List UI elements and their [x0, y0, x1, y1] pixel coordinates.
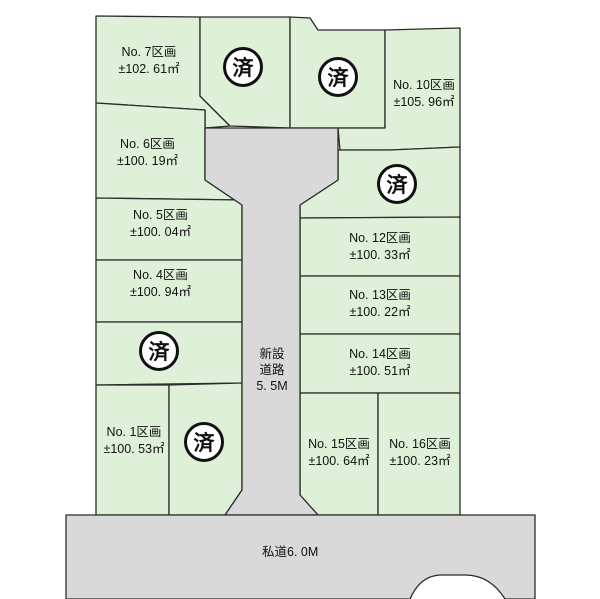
sold-mark-lot-3: 済 [139, 331, 179, 371]
lot-7-label: No. 7区画 ±102. 61㎡ [104, 44, 194, 78]
lot-12-area: ±100. 33㎡ [349, 248, 411, 262]
lot-5-name: No. 5区画 [133, 208, 188, 222]
sold-mark-lot-8: 済 [223, 47, 263, 87]
lot-6-name: No. 6区画 [120, 137, 175, 151]
lot-14-name: No. 14区画 [349, 347, 411, 361]
lot-15-area: ±100. 64㎡ [308, 454, 370, 468]
sold-mark-lot-9: 済 [318, 57, 358, 97]
private-road [65, 514, 536, 599]
lot-10-area: ±105. 96㎡ [393, 95, 455, 109]
lot-7-name: No. 7区画 [121, 45, 177, 59]
lot-1-area: ±100. 53㎡ [103, 442, 165, 456]
lot-15-name: No. 15区画 [308, 437, 370, 451]
lot-13-name: No. 13区画 [349, 288, 411, 302]
lot-4-name: No. 4区画 [133, 268, 188, 282]
lot-16-name: No. 16区画 [389, 437, 451, 451]
lot-14-label: No. 14区画 ±100. 51㎡ [330, 346, 430, 380]
lot-16-label: No. 16区画 ±100. 23㎡ [380, 436, 460, 470]
sold-mark-lot-2: 済 [184, 422, 224, 462]
lot-1-name: No. 1区画 [106, 425, 162, 439]
lot-15-label: No. 15区画 ±100. 64㎡ [300, 436, 378, 470]
lot-12-name: No. 12区画 [349, 231, 411, 245]
lot-1-label: No. 1区画 ±100. 53㎡ [96, 424, 172, 458]
lot-6-area: ±100. 19㎡ [116, 154, 179, 168]
lot-12-label: No. 12区画 ±100. 33㎡ [330, 230, 430, 264]
lot-5-label: No. 5区画 ±100. 04㎡ [113, 207, 208, 241]
lot-13-label: No. 13区画 ±100. 22㎡ [330, 287, 430, 321]
lot-14-area: ±100. 51㎡ [349, 364, 411, 378]
lot-16-area: ±100. 23㎡ [389, 454, 451, 468]
lot-7-area: ±102. 61㎡ [118, 62, 180, 76]
lot-4-label: No. 4区画 ±100. 94㎡ [113, 267, 208, 301]
lot-5-area: ±100. 04㎡ [129, 225, 192, 239]
lot-6-label: No. 6区画 ±100. 19㎡ [100, 136, 195, 170]
lot-13-area: ±100. 22㎡ [349, 305, 411, 319]
new-road-label-line1: 新設 [259, 347, 285, 361]
new-road-label: 新設 道路 5. 5M [248, 346, 296, 394]
sold-mark-lot-11: 済 [377, 164, 417, 204]
new-road-label-line3: 5. 5M [256, 379, 288, 393]
lot-10-label: No. 10区画 ±105. 96㎡ [386, 77, 462, 111]
new-road-label-line2: 道路 [259, 363, 285, 377]
lot-4-area: ±100. 94㎡ [129, 285, 192, 299]
private-road-label: 私道6. 0M [262, 545, 319, 559]
lot-10-name: No. 10区画 [393, 78, 455, 92]
